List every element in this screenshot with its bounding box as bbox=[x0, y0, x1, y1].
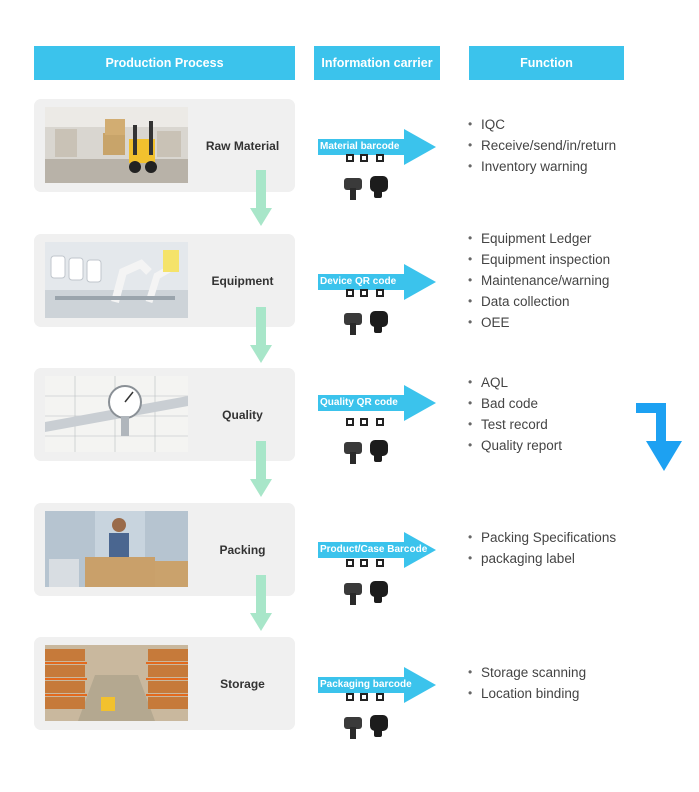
scanner-devices-icon bbox=[340, 691, 396, 741]
function-list-quality: AQL Bad code Test record Quality report bbox=[468, 372, 562, 456]
function-item: Receive/send/in/return bbox=[468, 135, 616, 156]
function-list-raw-material: IQC Receive/send/in/return Inventory war… bbox=[468, 114, 616, 177]
function-item: IQC bbox=[468, 114, 616, 135]
step-card-raw-material: Raw Material bbox=[34, 99, 295, 192]
function-item: Location binding bbox=[468, 683, 586, 704]
step-card-storage: Storage bbox=[34, 637, 295, 730]
carrier-label: Material barcode bbox=[320, 141, 400, 152]
scanner-devices-icon bbox=[340, 416, 396, 466]
carrier-arrow: Device QR code bbox=[318, 264, 440, 300]
step-card-quality: Quality bbox=[34, 368, 295, 461]
warehouse-forklift-image bbox=[45, 107, 188, 183]
step-card-packing: Packing bbox=[34, 503, 295, 596]
step-label: Equipment bbox=[211, 273, 274, 288]
down-arrow-icon bbox=[250, 307, 272, 368]
function-item: Equipment Ledger bbox=[468, 228, 610, 249]
function-item: Maintenance/warning bbox=[468, 270, 610, 291]
packing-worker-image bbox=[45, 511, 188, 587]
function-list-packing: Packing Specifications packaging label bbox=[468, 527, 616, 569]
step-card-equipment: Equipment bbox=[34, 234, 295, 327]
caliper-blueprint-image bbox=[45, 376, 188, 452]
carrier-arrow: Packaging barcode bbox=[318, 667, 440, 703]
step-label: Storage bbox=[220, 676, 265, 691]
carrier-arrow: Quality QR code bbox=[318, 385, 440, 421]
function-item: OEE bbox=[468, 312, 610, 333]
function-item: Inventory warning bbox=[468, 156, 616, 177]
header-function: Function bbox=[469, 46, 624, 80]
step-label: Quality bbox=[222, 407, 263, 422]
warehouse-shelves-image bbox=[45, 645, 188, 721]
function-item: Storage scanning bbox=[468, 662, 586, 683]
carrier-label: Product/Case Barcode bbox=[320, 544, 428, 555]
down-arrow-icon bbox=[250, 441, 272, 502]
carrier-arrow: Material barcode bbox=[318, 129, 440, 165]
robotic-arms-image bbox=[45, 242, 188, 318]
function-list-storage: Storage scanning Location binding bbox=[468, 662, 586, 704]
function-item: Test record bbox=[468, 414, 562, 435]
down-arrow-icon bbox=[250, 170, 272, 231]
carrier-arrow: Product/Case Barcode bbox=[318, 532, 440, 568]
step-label: Raw Material bbox=[205, 138, 280, 153]
carrier-label: Quality QR code bbox=[320, 397, 398, 408]
function-item: AQL bbox=[468, 372, 562, 393]
function-item: Equipment inspection bbox=[468, 249, 610, 270]
function-item: Data collection bbox=[468, 291, 610, 312]
down-arrow-icon bbox=[250, 575, 272, 636]
bent-down-arrow-icon bbox=[636, 403, 682, 476]
header-information-carrier: Information carrier bbox=[314, 46, 440, 80]
function-item: Quality report bbox=[468, 435, 562, 456]
header-production-process: Production Process bbox=[34, 46, 295, 80]
scanner-devices-icon bbox=[340, 557, 396, 607]
function-item: packaging label bbox=[468, 548, 616, 569]
scanner-devices-icon bbox=[340, 287, 396, 337]
carrier-label: Packaging barcode bbox=[320, 679, 412, 690]
step-label: Packing bbox=[219, 542, 266, 557]
function-item: Bad code bbox=[468, 393, 562, 414]
carrier-label: Device QR code bbox=[320, 276, 397, 287]
function-item: Packing Specifications bbox=[468, 527, 616, 548]
function-list-equipment: Equipment Ledger Equipment inspection Ma… bbox=[468, 228, 610, 333]
scanner-devices-icon bbox=[340, 152, 396, 202]
